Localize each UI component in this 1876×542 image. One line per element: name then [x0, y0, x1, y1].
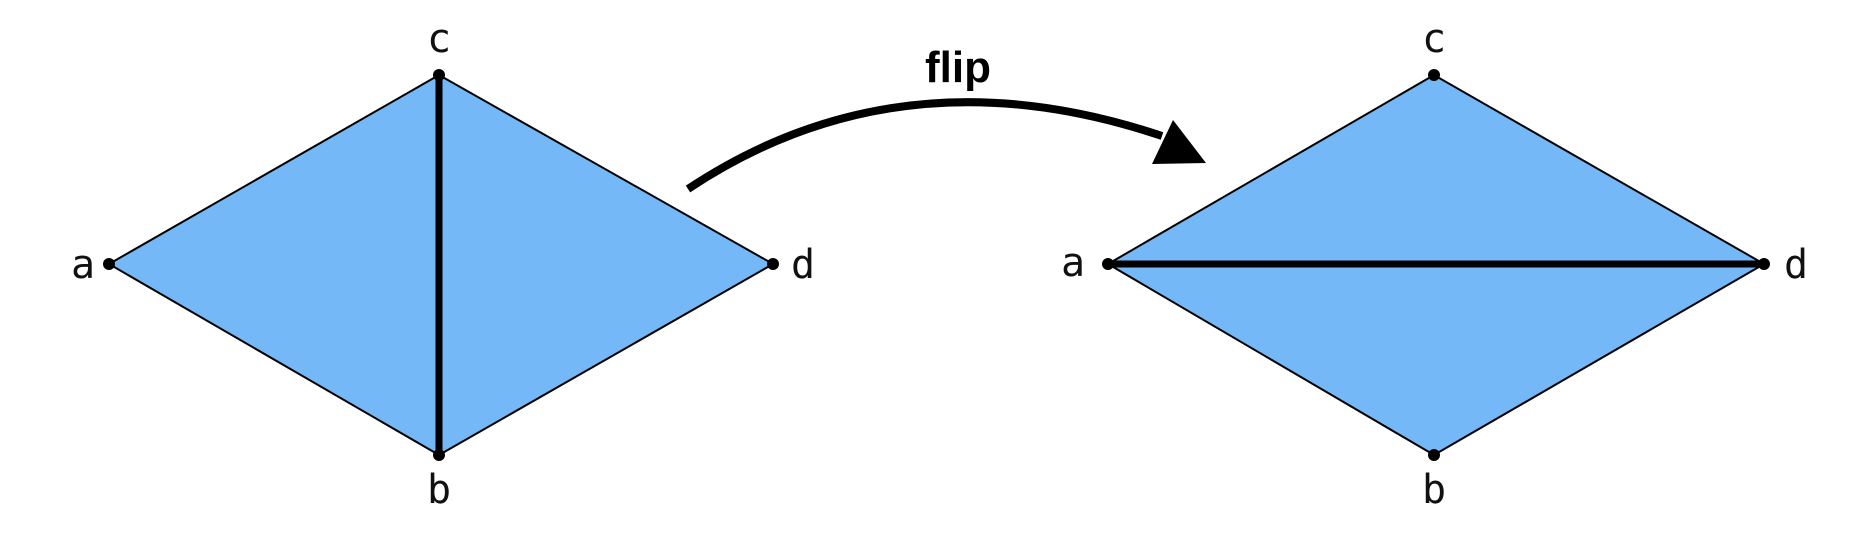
before-vertex-a — [103, 258, 115, 270]
before-vertex-d — [767, 258, 779, 270]
after-face-bottom — [1104, 263, 1768, 457]
after-vertex-c — [1428, 69, 1440, 81]
before-vertex-b — [433, 449, 445, 461]
after-label-a: a — [1061, 240, 1085, 286]
flip-arrow-head — [1152, 120, 1206, 164]
before-label-d: d — [791, 242, 815, 288]
after-vertex-d — [1758, 258, 1770, 270]
before-face-left — [106, 73, 440, 457]
flip-label: flip — [925, 43, 991, 92]
before-face-right — [438, 73, 776, 457]
flip-arrow-curve — [685, 98, 1164, 193]
after-rhombus: a c b d — [1061, 16, 1808, 513]
after-label-d: d — [1784, 242, 1808, 288]
after-vertex-a — [1102, 258, 1114, 270]
after-face-top — [1104, 73, 1768, 265]
flip-arrow: flip — [685, 43, 1206, 193]
before-vertex-c — [433, 69, 445, 81]
after-label-b: b — [1422, 467, 1446, 513]
after-vertex-b — [1428, 449, 1440, 461]
before-label-b: b — [427, 467, 451, 513]
before-rhombus: a c b d — [71, 16, 815, 513]
before-label-c: c — [427, 16, 451, 62]
before-label-a: a — [71, 242, 95, 288]
after-label-c: c — [1422, 16, 1446, 62]
